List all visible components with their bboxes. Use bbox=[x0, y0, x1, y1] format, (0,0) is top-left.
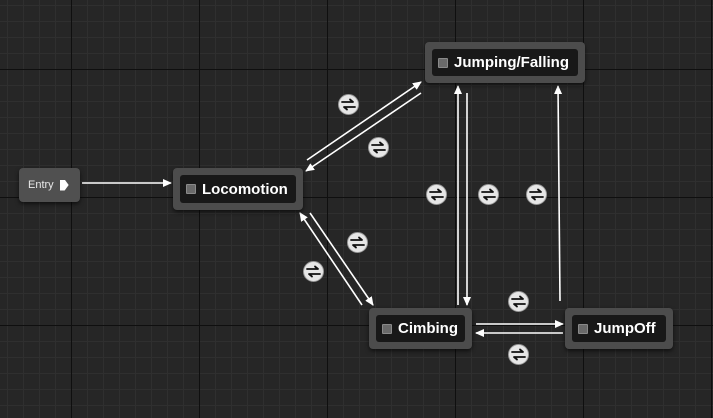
state-icon bbox=[186, 184, 196, 194]
state-icon bbox=[382, 323, 392, 334]
wire-jumpoff-to-jumping bbox=[554, 85, 563, 302]
transition-rule-icon bbox=[371, 141, 386, 154]
transition-rule-icon bbox=[350, 236, 365, 249]
transition-rule-icon bbox=[481, 188, 496, 201]
state-climbing-body: Cimbing bbox=[376, 315, 465, 342]
transition-jumping-to-locomotion[interactable] bbox=[368, 137, 389, 158]
transition-locomotion-to-jumping[interactable] bbox=[338, 94, 359, 115]
state-jumping-falling-body: Jumping/Falling bbox=[432, 49, 578, 76]
transition-jumpoff-to-jumping[interactable] bbox=[526, 184, 547, 205]
transition-rule-icon bbox=[341, 98, 356, 111]
state-jumpoff-label: JumpOff bbox=[594, 320, 656, 337]
state-climbing[interactable]: Cimbing bbox=[369, 308, 472, 349]
state-jumpoff-body: JumpOff bbox=[572, 315, 666, 342]
wire-jumping-to-locomotion bbox=[305, 92, 422, 172]
state-climbing-label: Cimbing bbox=[398, 320, 458, 337]
entry-output-pin-icon[interactable] bbox=[59, 179, 69, 191]
transition-climbing-to-jumping[interactable] bbox=[426, 184, 447, 205]
transition-rule-icon bbox=[529, 188, 544, 201]
state-jumping-falling-label: Jumping/Falling bbox=[454, 54, 569, 71]
wire-climbing-to-locomotion bbox=[299, 212, 363, 306]
wire-locomotion-to-jumping bbox=[306, 81, 422, 161]
entry-label: Entry bbox=[28, 179, 54, 191]
transition-jumping-to-climbing[interactable] bbox=[478, 184, 499, 205]
transition-rule-icon bbox=[306, 265, 321, 278]
state-jumpoff[interactable]: JumpOff bbox=[565, 308, 673, 349]
transition-jumpoff-to-climbing[interactable] bbox=[508, 344, 529, 365]
state-locomotion-body: Locomotion bbox=[180, 175, 296, 203]
transition-climbing-to-jumpoff[interactable] bbox=[508, 291, 529, 312]
transition-locomotion-to-climbing[interactable] bbox=[347, 232, 368, 253]
wire-locomotion-to-climbing bbox=[309, 212, 374, 306]
transition-rule-icon bbox=[429, 188, 444, 201]
state-icon bbox=[578, 323, 588, 334]
entry-node[interactable]: Entry bbox=[19, 168, 80, 202]
state-locomotion[interactable]: Locomotion bbox=[173, 168, 303, 210]
transition-climbing-to-locomotion[interactable] bbox=[303, 261, 324, 282]
transition-rule-icon bbox=[511, 295, 526, 308]
transition-rule-icon bbox=[511, 348, 526, 361]
state-locomotion-label: Locomotion bbox=[202, 180, 288, 198]
state-icon bbox=[438, 57, 448, 68]
state-jumping-falling[interactable]: Jumping/Falling bbox=[425, 42, 585, 83]
